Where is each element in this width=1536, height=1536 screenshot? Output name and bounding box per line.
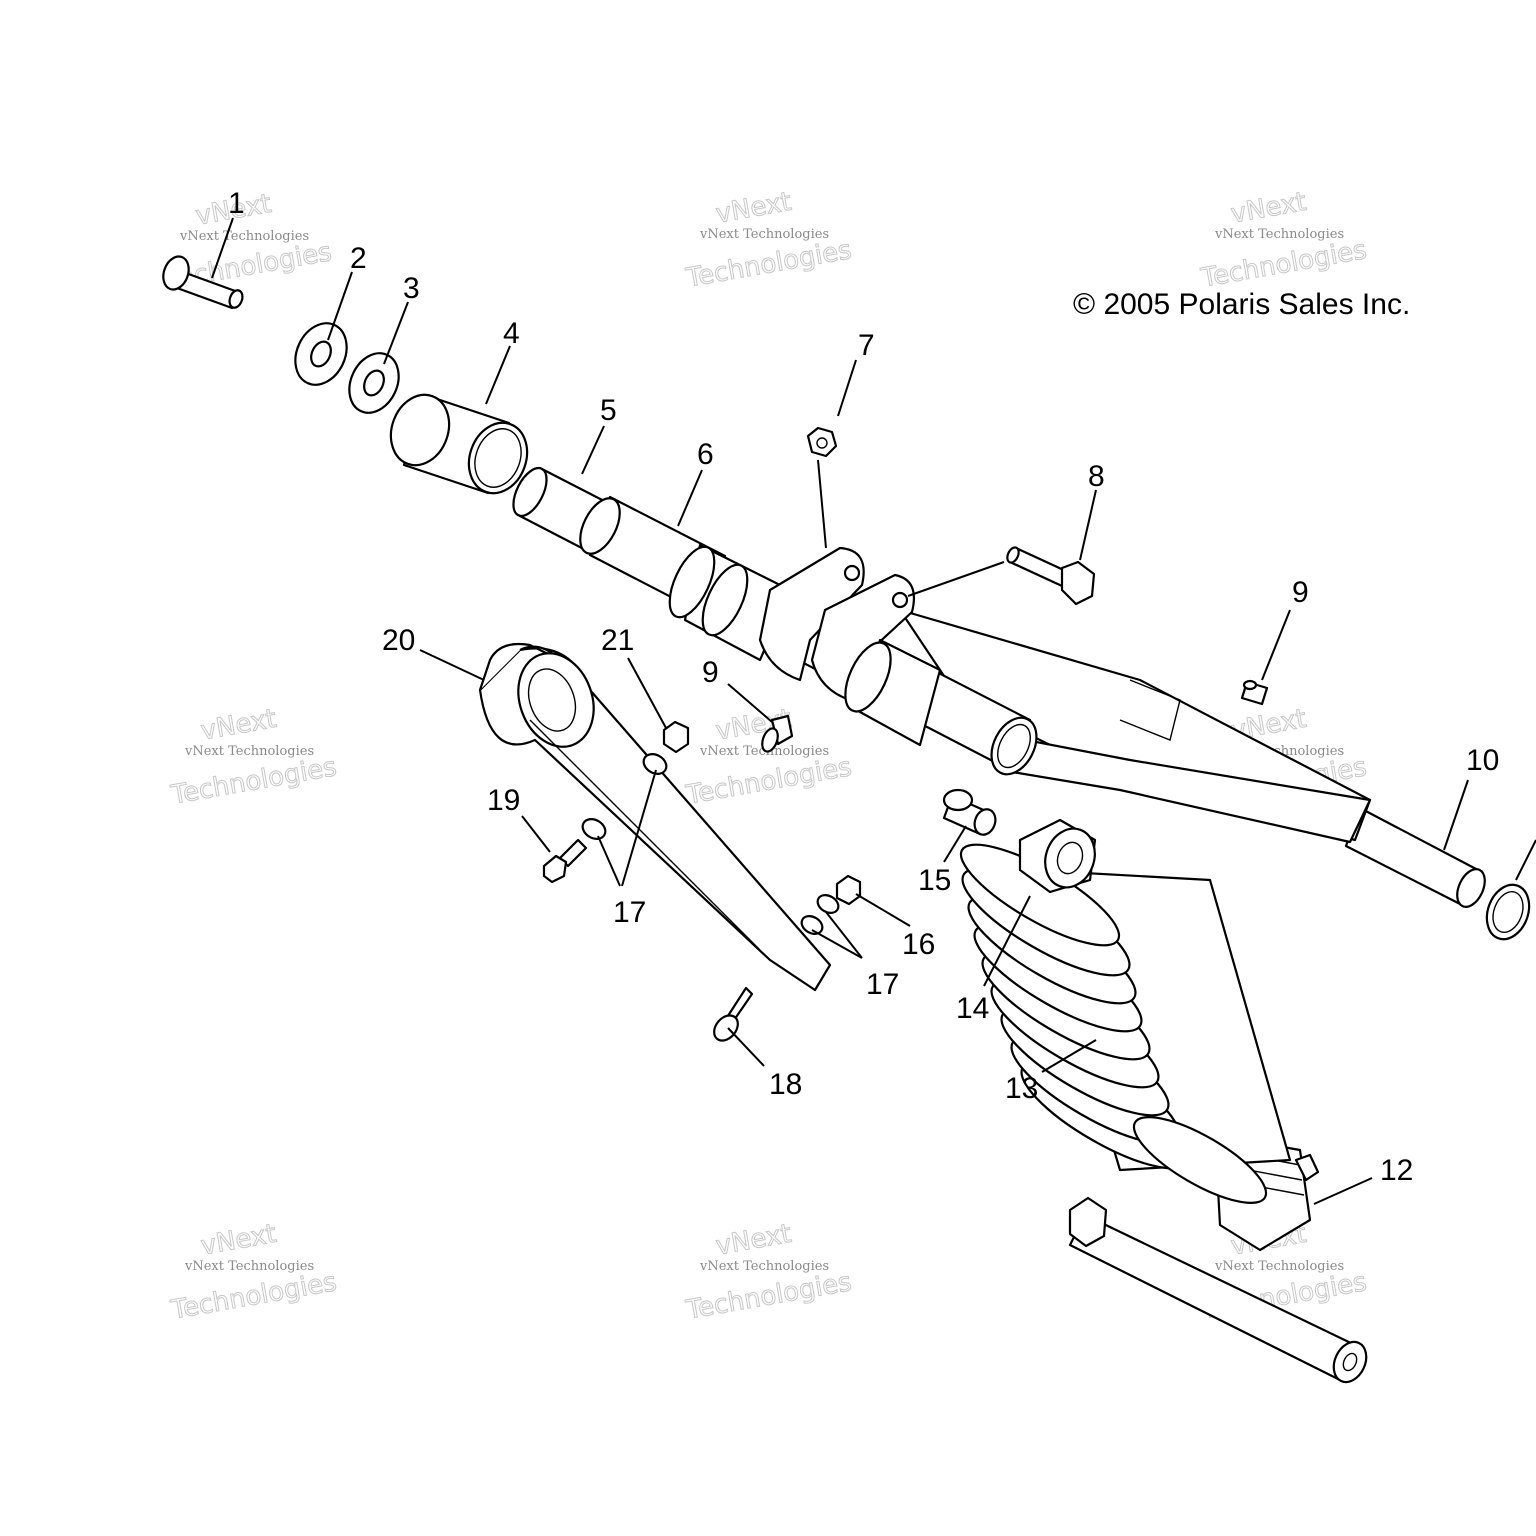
callout-18: 18 <box>769 1068 802 1101</box>
leader-lines <box>211 217 1536 1205</box>
callout-20: 20 <box>382 624 415 657</box>
watermark-small: vNext Technologies <box>1214 1259 1344 1274</box>
watermark-big: Technologies <box>1198 235 1369 294</box>
watermark-big: Technologies <box>168 1267 339 1326</box>
callout-4: 4 <box>503 317 520 350</box>
copyright-text: © 2005 Polaris Sales Inc. <box>1073 288 1410 321</box>
part-13-shock-spring <box>959 843 1292 1204</box>
callout-17: 17 <box>613 896 646 929</box>
part-20-torque-arm <box>478 642 832 992</box>
part-7-nut <box>806 426 838 458</box>
part-2-washer <box>294 322 348 386</box>
callout-6: 6 <box>697 438 714 471</box>
callout-3: 3 <box>403 272 420 305</box>
watermark-big: vNext <box>1229 187 1309 230</box>
swing-arm-assembly <box>512 466 1372 844</box>
part-17-washer <box>581 753 668 840</box>
callout-9-lower: 9 <box>702 656 719 689</box>
callout-17-lower: 17 <box>866 968 899 1001</box>
part-19-bolt <box>542 838 588 884</box>
part-18-bolt <box>713 986 754 1042</box>
part-17-washer <box>800 894 840 935</box>
watermark-big: Technologies <box>683 1267 854 1326</box>
watermark-small: vNext Technologies <box>699 227 829 242</box>
watermark-small: vNext Technologies <box>184 1259 314 1274</box>
callout-14: 14 <box>956 992 989 1025</box>
callout-15: 15 <box>918 864 951 897</box>
callout-5: 5 <box>600 394 617 427</box>
part-16-nut <box>835 874 862 906</box>
watermark-small: vNext Technologies <box>1214 227 1344 242</box>
part-ring-right <box>1485 883 1531 941</box>
part-3-washer <box>348 352 400 414</box>
part-15-bushing <box>942 788 997 836</box>
callout-10: 10 <box>1466 744 1499 777</box>
watermark-small: vNext Technologies <box>179 229 309 244</box>
part-1-bolt <box>162 255 244 310</box>
watermark-big: vNext <box>199 704 279 747</box>
watermark-small: vNext Technologies <box>699 1259 829 1274</box>
watermark-big: Technologies <box>683 752 854 811</box>
part-9-grease-fitting <box>1240 679 1269 706</box>
callout-2: 2 <box>350 242 367 275</box>
callout-1: 1 <box>228 187 245 220</box>
watermark-small: vNext Technologies <box>184 744 314 759</box>
part-9-grease-fitting <box>761 714 794 753</box>
watermark-big: Technologies <box>683 235 854 294</box>
part-8-bolt <box>1006 546 1096 606</box>
shock-lower-pin <box>1068 1196 1368 1384</box>
watermark-big: vNext <box>199 1219 279 1262</box>
watermark-big: vNext <box>714 1219 794 1262</box>
part-10-pivot-shaft <box>1344 806 1486 908</box>
callout-8: 8 <box>1088 460 1105 493</box>
callout-9: 9 <box>1292 576 1309 609</box>
part-14-shock-top-eye <box>1018 818 1097 894</box>
watermark-big: vNext <box>714 187 794 230</box>
part-21-nut <box>662 720 690 754</box>
watermark-big: Technologies <box>168 752 339 811</box>
callout-13: 13 <box>1005 1072 1038 1105</box>
callout-7: 7 <box>858 329 875 362</box>
callout-numbers: 1 2 3 4 5 6 7 8 9 9 10 12 13 14 15 16 17… <box>228 187 1499 1187</box>
callout-19: 19 <box>487 784 520 817</box>
callout-12: 12 <box>1380 1154 1413 1187</box>
part-4-bushing <box>389 393 529 495</box>
callout-16: 16 <box>902 928 935 961</box>
callout-21: 21 <box>601 624 634 657</box>
